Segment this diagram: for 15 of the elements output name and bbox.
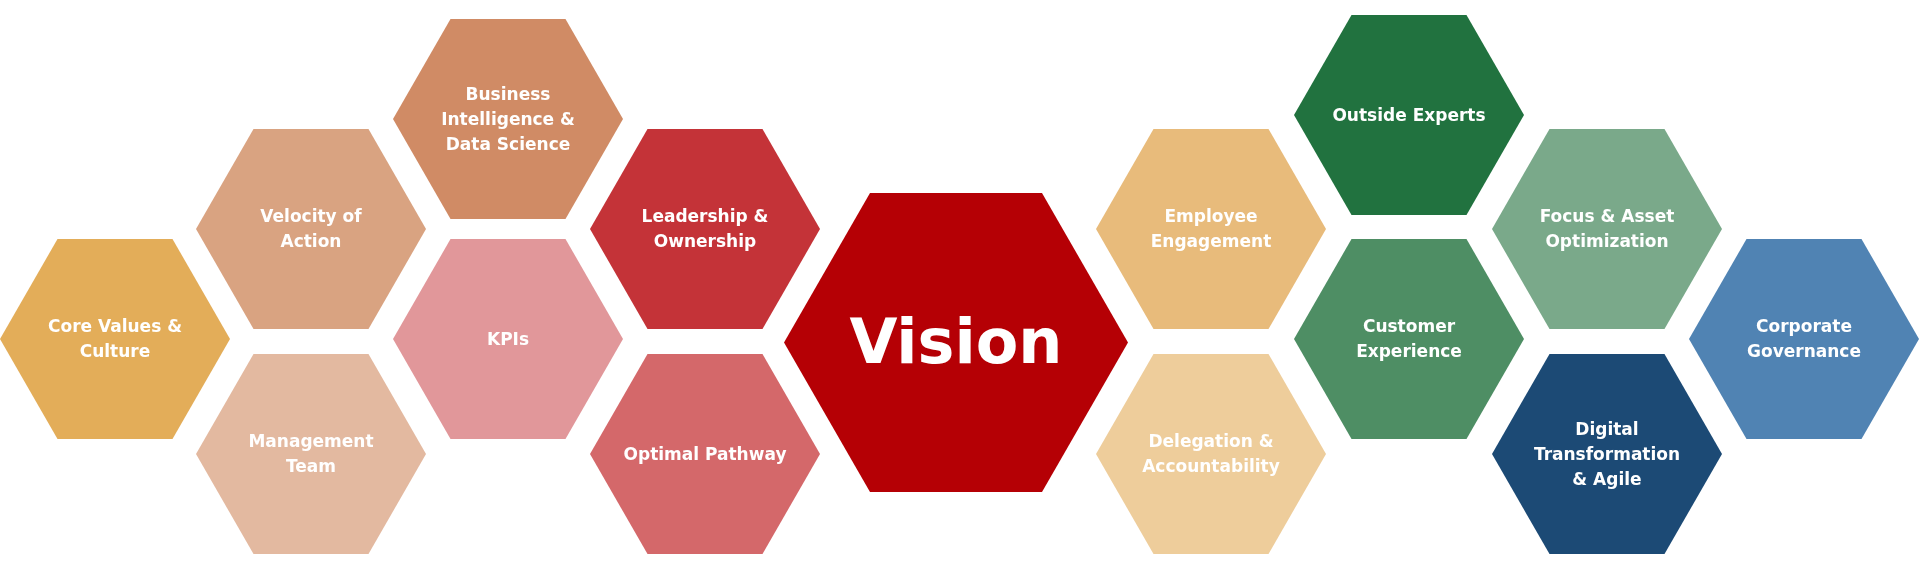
tile-label: Optimal Pathway bbox=[622, 442, 788, 466]
tile-label: Digital Transformation & Agile bbox=[1532, 417, 1682, 491]
tile-label: Delegation & Accountability bbox=[1141, 430, 1281, 478]
tile-label: Focus & Asset Optimization bbox=[1538, 205, 1676, 253]
tile-label: Employee Engagement bbox=[1149, 205, 1273, 253]
tile-label: Velocity of Action bbox=[259, 205, 363, 253]
tile-label: Business Intelligence & Data Science bbox=[440, 82, 576, 156]
tile-label: Leadership & Ownership bbox=[640, 205, 770, 253]
tile-label: Customer Experience bbox=[1355, 315, 1463, 363]
center-title: Vision bbox=[848, 306, 1064, 378]
tile-label: Management Team bbox=[247, 430, 375, 478]
tile-label: Outside Experts bbox=[1331, 103, 1487, 127]
tile-label: Core Values & Culture bbox=[47, 315, 183, 363]
tile-label: Corporate Governance bbox=[1746, 315, 1862, 363]
tile-label: KPIs bbox=[485, 327, 531, 351]
